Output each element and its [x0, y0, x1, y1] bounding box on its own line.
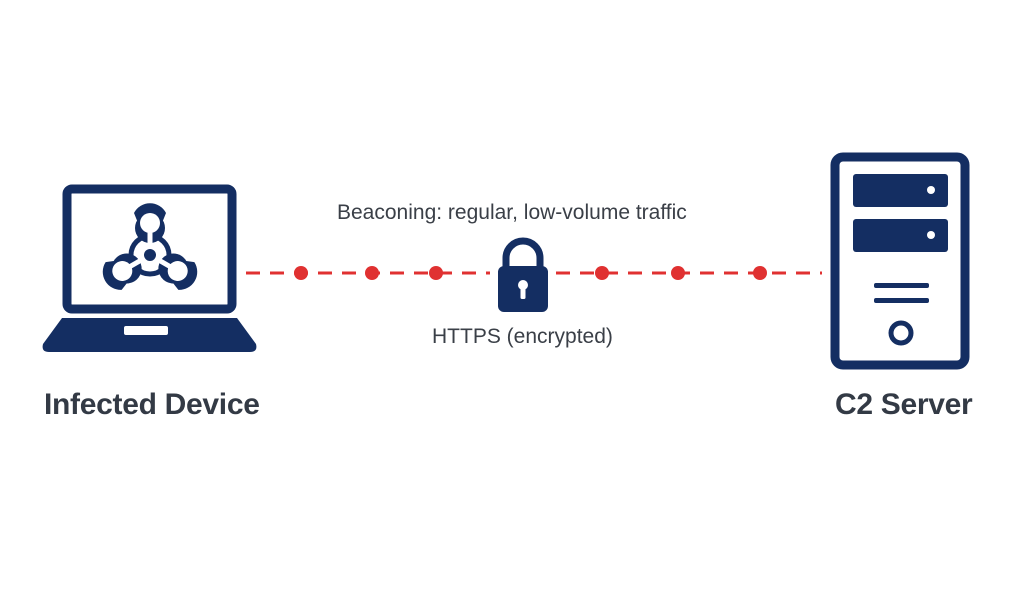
beacon-dot	[595, 266, 609, 280]
laptop-screen	[62, 184, 237, 314]
server-drive-bay	[853, 174, 948, 207]
beacon-dot	[294, 266, 308, 280]
beacon-dot	[429, 266, 443, 280]
beacon-link	[246, 266, 822, 280]
laptop-trackpad	[124, 326, 168, 335]
laptop-biohazard-icon	[42, 184, 257, 352]
biohazard-icon	[102, 203, 198, 290]
server-vent-line	[874, 283, 929, 288]
padlock-icon	[498, 237, 548, 312]
server-power-button	[888, 320, 914, 346]
beacon-dot	[671, 266, 685, 280]
infected-device-label: Infected Device	[44, 388, 260, 421]
beacon-dot	[365, 266, 379, 280]
server-tower-icon	[830, 152, 970, 370]
beacon-dot	[753, 266, 767, 280]
beaconing-label: Beaconing: regular, low-volume traffic	[337, 201, 687, 224]
server-vent-line	[874, 298, 929, 303]
c2-server-label: C2 Server	[835, 388, 973, 421]
https-label: HTTPS (encrypted)	[432, 325, 613, 348]
server-drive-bay	[853, 219, 948, 252]
server-case	[830, 152, 970, 370]
